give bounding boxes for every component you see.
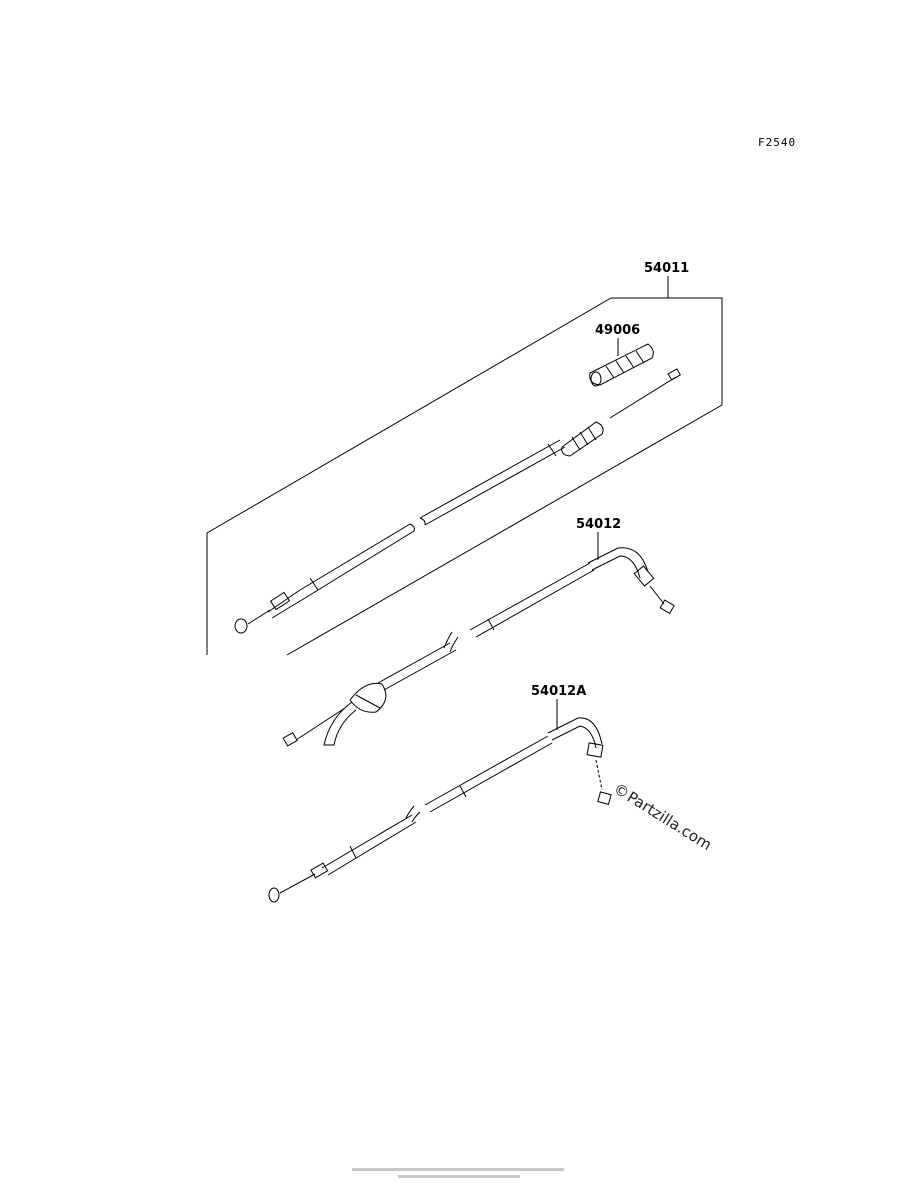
figure-id: F2540 — [758, 136, 796, 149]
watermark: © Partzilla.com — [610, 779, 715, 854]
callout-frame-54011 — [206, 276, 723, 656]
part-label-54011[interactable]: 54011 — [644, 261, 689, 276]
watermark-text: Partzilla.com — [624, 788, 715, 854]
part-54011-cable[interactable] — [234, 368, 682, 634]
part-label-54012A[interactable]: 54012A — [531, 684, 586, 699]
part-54012-cable[interactable] — [282, 532, 675, 747]
part-label-49006[interactable]: 49006 — [595, 323, 640, 338]
part-49006-boot[interactable] — [589, 338, 654, 387]
part-54012A-cable[interactable] — [268, 699, 612, 903]
part-label-54012[interactable]: 54012 — [576, 517, 621, 532]
copyright-fine-print — [352, 1168, 564, 1178]
